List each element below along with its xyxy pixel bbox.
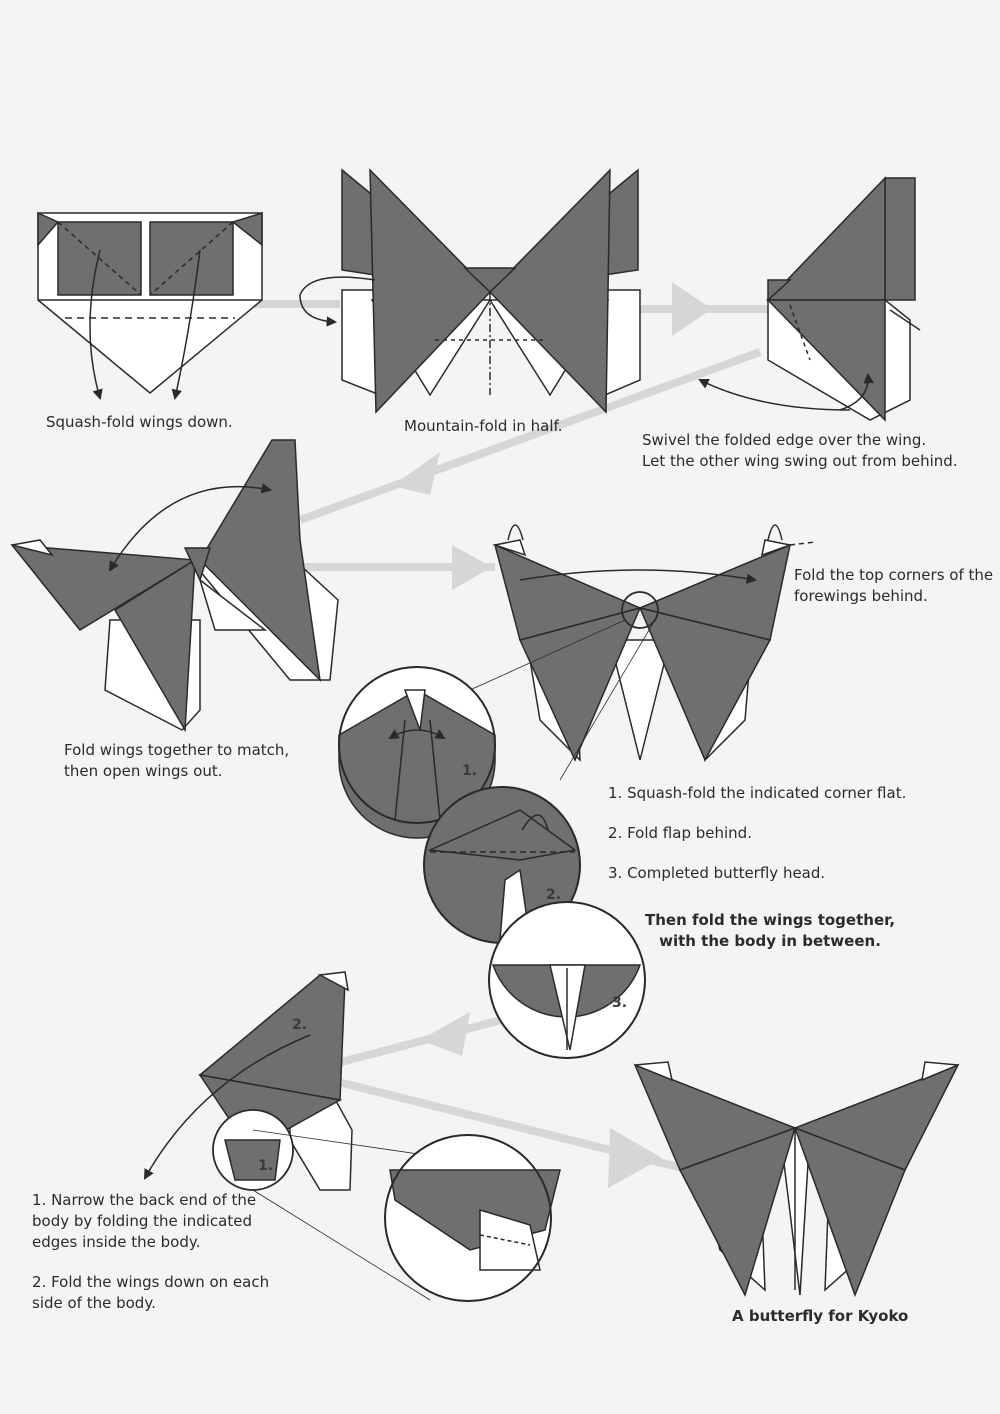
caption-open-line-1: Fold wings together to match, [64, 741, 290, 759]
step-corners-figure [469, 524, 816, 781]
caption-together-line-2: with the body in between. [659, 932, 881, 950]
caption-narrow-p2-line-2: side of the body. [32, 1294, 156, 1312]
head-step-1: 1. Squash-fold the indicated corner flat… [608, 784, 907, 802]
detail-circle-narrow [384, 1134, 561, 1302]
progress-arrow-2 [630, 282, 770, 336]
caption-swivel-line-1: Swivel the folded edge over the wing. [642, 431, 927, 449]
caption-narrow-p2-line-1: 2. Fold the wings down on each [32, 1273, 270, 1291]
body-number-1: 1. [258, 1158, 274, 1174]
caption-swivel: Swivel the folded edge over the wing. Le… [642, 430, 958, 472]
step-narrow-figure [143, 971, 461, 1301]
caption-final: A butterfly for Kyoko [732, 1307, 909, 1325]
caption-corners: Fold the top corners of the forewings be… [794, 565, 993, 607]
detail-number-1: 1. [462, 763, 478, 779]
progress-arrow-5 [328, 1011, 522, 1069]
detail-number-2: 2. [546, 887, 562, 903]
caption-together: Then fold the wings together, with the b… [630, 910, 910, 952]
wing-number-2: 2. [292, 1017, 308, 1033]
detail-number-3: 3. [612, 995, 628, 1011]
step-squash-figure [37, 211, 263, 401]
caption-corners-line-2: forewings behind. [794, 587, 928, 605]
caption-swivel-line-2: Let the other wing swing out from behind… [642, 452, 958, 470]
caption-squash: Squash-fold wings down. [46, 413, 233, 431]
caption-together-line-1: Then fold the wings together, [644, 911, 896, 929]
progress-arrow-1 [245, 300, 340, 308]
head-step-3: 3. Completed butterfly head. [608, 864, 826, 882]
caption-open-line-2: then open wings out. [64, 762, 223, 780]
step-open-figure [10, 439, 339, 733]
head-step-2: 2. Fold flap behind. [608, 824, 752, 842]
progress-arrow-3 [298, 348, 762, 524]
progress-arrow-4 [295, 545, 495, 590]
caption-open: Fold wings together to match, then open … [64, 740, 289, 782]
final-butterfly [633, 1061, 960, 1298]
step-swivel-figure [698, 176, 921, 422]
caption-corners-line-1: Fold the top corners of the [794, 566, 994, 584]
detail-circle-3 [488, 901, 646, 1059]
caption-narrow: 1. Narrow the back end of the body by fo… [32, 1190, 269, 1314]
caption-narrow-p1-line-3: edges inside the body. [32, 1233, 201, 1251]
step-mountain-figure [299, 168, 641, 414]
caption-mountain: Mountain-fold in half. [404, 417, 563, 435]
caption-head-steps: 1. Squash-fold the indicated corner flat… [608, 783, 906, 903]
caption-narrow-p1-line-1: 1. Narrow the back end of the [32, 1191, 257, 1209]
caption-narrow-p1-line-2: body by folding the indicated [32, 1212, 252, 1230]
progress-arrow-6 [329, 1076, 691, 1188]
